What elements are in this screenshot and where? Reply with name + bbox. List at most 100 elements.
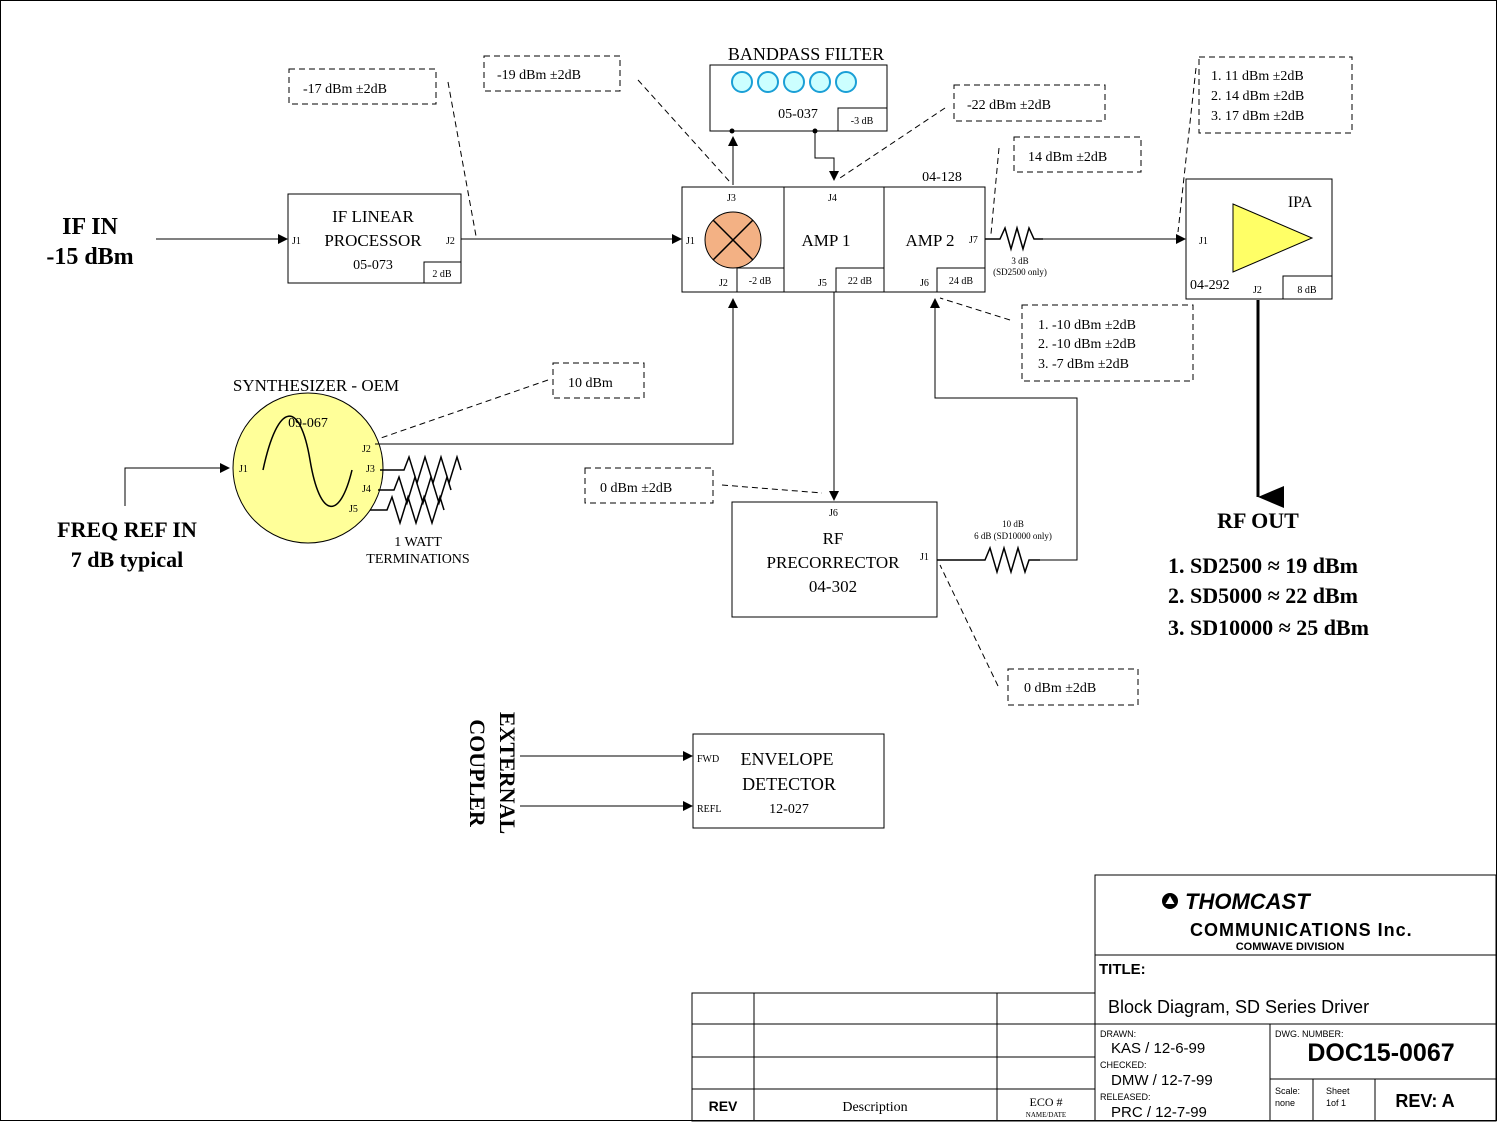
rev-table-description-header: Description	[842, 1100, 907, 1115]
if-processor-gain: 2 dB	[432, 269, 452, 280]
callout-amp2-output: 14 dBm ±2dB	[1028, 150, 1107, 165]
synth-j5: J5	[349, 504, 358, 515]
checked-label: CHECKED:	[1100, 1060, 1147, 1070]
revision-table	[691, 992, 1096, 1122]
attenuator-10db: 10 dB 6 dB (SD10000 only)	[937, 519, 1052, 575]
callout-amp2-input-1: 1. -10 dBm ±2dB	[1038, 318, 1136, 333]
released-label: RELEASED:	[1100, 1092, 1151, 1102]
attenuator-3db-value: 3 dB	[1011, 256, 1028, 266]
synth-j2: J2	[362, 444, 371, 455]
amp2-j6: J6	[920, 278, 929, 289]
attenuator-10db-value: 10 dB	[1002, 519, 1024, 529]
terminations-line1: 1 WATT	[394, 535, 442, 550]
amp1-label: AMP 1	[802, 231, 851, 250]
callout-ipa-input-2: 2. 14 dBm ±2dB	[1211, 89, 1304, 104]
rf-out-line-1: 1. SD2500 ≈ 19 dBm	[1168, 553, 1358, 578]
callout-precorrector-input: 0 dBm ±2dB	[600, 481, 672, 496]
freq-ref-level: 7 dB typical	[71, 547, 183, 572]
callout-ipa-input-3: 3. 17 dBm ±2dB	[1211, 109, 1304, 124]
if-in-level: -15 dBm	[46, 244, 133, 270]
if-linear-processor-block: IF LINEAR PROCESSOR 05-073 J1 J2 2 dB	[287, 193, 462, 284]
synth-j3: J3	[366, 464, 375, 475]
envelope-part: 12-027	[769, 802, 809, 817]
precorrector-line2: PRECORRECTOR	[767, 553, 901, 572]
callout-synth-output: 10 dBm	[568, 376, 613, 391]
if-processor-line2: PROCESSOR	[324, 231, 422, 250]
synth-title: SYNTHESIZER - OEM	[233, 376, 399, 395]
rf-out-title: RF OUT	[1217, 508, 1299, 533]
sheet-value: 1of 1	[1326, 1098, 1346, 1108]
company-name-line2: COMMUNICATIONS Inc.	[1190, 920, 1413, 940]
mixer-j2: J2	[719, 278, 728, 289]
company-division: COMWAVE DIVISION	[1236, 941, 1345, 953]
ipa-part: 04-292	[1190, 278, 1230, 293]
thomcast-logo: THOMCAST COMMUNICATIONS Inc. COMWAVE DIV…	[1162, 889, 1413, 953]
envelope-line1: ENVELOPE	[741, 749, 834, 769]
drawn-label: DRAWN:	[1100, 1029, 1136, 1039]
callout-precorrector-output: 0 dBm ±2dB	[1024, 681, 1096, 696]
bandpass-title: BANDPASS FILTER	[728, 44, 884, 64]
precorrector-j6: J6	[829, 508, 838, 519]
drawing-title: Block Diagram, SD Series Driver	[1108, 997, 1369, 1017]
if-processor-j2: J2	[446, 236, 455, 247]
scale-label: Scale:	[1275, 1086, 1300, 1096]
attenuator-10db-note: 6 dB (SD10000 only)	[974, 531, 1052, 541]
envelope-fwd: FWD	[697, 754, 719, 765]
bandpass-loss: -3 dB	[851, 116, 874, 127]
synth-j4: J4	[362, 484, 371, 495]
amp2-gain: 24 dB	[949, 276, 974, 287]
ipa-block: IPA J1 04-292 J2 8 dB	[1185, 178, 1333, 300]
synth-part: 09-067	[288, 416, 328, 431]
if-in-label: IF IN	[62, 214, 118, 240]
amp1-j4: J4	[828, 193, 837, 204]
precorrector-part: 04-302	[809, 577, 857, 596]
rf-precorrector-block: J6 RF PRECORRECTOR 04-302 J1	[731, 501, 938, 618]
coupler-line1: EXTERNAL	[495, 712, 520, 834]
company-name-line1: THOMCAST	[1185, 889, 1311, 914]
mixer-loss: -2 dB	[749, 276, 772, 287]
bandpass-filter-block: BANDPASS FILTER 05-037 -3 dB	[709, 44, 888, 134]
filter-to-amp1-arrow	[814, 131, 839, 181]
rev-table-name-date-header: NAME/DATE	[1026, 1111, 1066, 1119]
callout-amp2-input-2: 2. -10 dBm ±2dB	[1038, 337, 1136, 352]
external-coupler-label: EXTERNAL COUPLER	[465, 712, 520, 834]
amp-assembly-04-128: 04-128 J1 J3 J2 -2 dB J4 AMP 1 J5 22 dB …	[681, 170, 986, 293]
envelope-detector-block: FWD REFL ENVELOPE DETECTOR 12-027	[692, 733, 885, 829]
title-label: TITLE:	[1099, 961, 1146, 978]
terminations-line2: TERMINATIONS	[366, 552, 469, 567]
scale-value: none	[1275, 1098, 1295, 1108]
envelope-line2: DETECTOR	[742, 774, 836, 794]
callout-leaders	[377, 67, 1197, 687]
freq-ref-arrow	[124, 463, 230, 506]
rev-table-rev-header: REV	[709, 1098, 738, 1114]
callout-amp2-input-3: 3. -7 dBm ±2dB	[1038, 357, 1129, 372]
amp2-j7: J7	[969, 235, 978, 246]
synth-terminations	[370, 454, 462, 526]
dwg-number-label: DWG. NUMBER:	[1275, 1029, 1344, 1039]
synthesizer-block: SYNTHESIZER - OEM 09-067 J1 J2 J3 J4 J5	[232, 376, 399, 544]
if-processor-j1: J1	[292, 236, 301, 247]
freq-ref-label: FREQ REF IN	[57, 517, 197, 542]
ipa-label: IPA	[1288, 194, 1313, 211]
synth-to-mixer-arrow	[375, 298, 738, 445]
attenuator-3db: 3 dB (SD2500 only)	[985, 225, 1047, 277]
precorrector-j1: J1	[920, 552, 929, 563]
bandpass-part: 05-037	[778, 107, 818, 122]
if-processor-line1: IF LINEAR	[332, 207, 414, 226]
synth-j1: J1	[239, 464, 248, 475]
revision-value: REV: A	[1395, 1091, 1454, 1111]
rf-out-line-3: 3. SD10000 ≈ 25 dBm	[1168, 615, 1369, 640]
rev-table-eco-header: ECO #	[1030, 1095, 1063, 1109]
callout-boxes	[288, 55, 1353, 706]
rf-out-line-2: 2. SD5000 ≈ 22 dBm	[1168, 583, 1358, 608]
amp1-gain: 22 dB	[848, 276, 873, 287]
precorrector-to-amp2-arrow	[930, 298, 1078, 561]
dwg-number: DOC15-0067	[1307, 1039, 1454, 1067]
checked-value: DMW / 12-7-99	[1111, 1072, 1213, 1089]
amp-assembly-part: 04-128	[922, 170, 962, 185]
ipa-gain: 8 dB	[1297, 285, 1317, 296]
callout-if-processor-output: -17 dBm ±2dB	[303, 82, 387, 97]
mixer-j3: J3	[727, 193, 736, 204]
